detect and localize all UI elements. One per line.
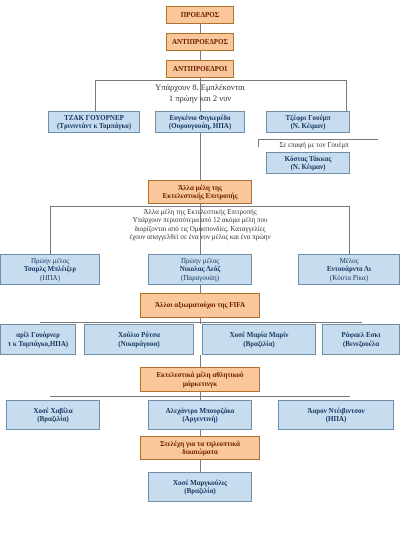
exco-member-card: Πρώην μέλος Νικολας Λεόζ (Παραγουάη) [148, 254, 252, 285]
connector [200, 50, 201, 60]
person-country: (ΗΠΑ) [325, 415, 347, 423]
person-name: αρίλ Γουόρνερ [16, 331, 60, 340]
person-name: Χοσέ Μαρία Μαρίν [229, 331, 289, 340]
connector [50, 206, 51, 254]
member-role: Πρώην μέλος [180, 257, 220, 266]
exco-member-card: Πρώην μέλος Τσαρλς Μπλέιζερ (ΗΠΑ) [0, 254, 100, 285]
person-country: (Ουρουγουάη, ΗΠΑ) [168, 122, 232, 130]
connector [95, 80, 347, 81]
webb-contact-label: Σε επαφή με τον Γουέμπ [279, 141, 349, 149]
connector [200, 204, 201, 254]
connector [200, 430, 201, 436]
connector [200, 355, 201, 367]
connector [200, 285, 201, 293]
person-name: Τσαρλς Μπλέιζερ [23, 265, 77, 274]
person-country: (Κόστα Ρίκα) [329, 273, 369, 282]
person-country: (Παραγουάη) [181, 273, 219, 282]
vice-president-card: Ευγκένιο Φιγκερέδο (Ουρουγουάη, ΗΠΑ) [155, 111, 245, 133]
person-country: (Νικαράγουα) [118, 339, 160, 348]
exco-note-line: έχουν απαγγελθεί σε ένα νυν μέλος και έν… [129, 233, 271, 242]
exco-header-line1: Άλλα μέλη της [178, 183, 222, 192]
implicated-note-line2: 1 πρώην και 2 νυν [168, 92, 232, 103]
person-name: Ράφαελ Εσκι [341, 331, 381, 340]
connector [50, 206, 350, 207]
exco-note: Άλλα μέλη της Εκτελεστικής Επιτροπής Υπά… [104, 208, 296, 242]
member-role: Πρώην μέλος [30, 257, 70, 266]
officials-header-label: Άλλοι αξιωματούχοι της FIFA [154, 301, 246, 310]
vice-presidents-label: ΑΝΤΙΠΡΟΕΔΡΟΙ [172, 64, 228, 73]
connector [200, 133, 201, 180]
official-card: αρίλ Γουόρνερ τ κ Τομπάγκο,ΗΠΑ) [0, 324, 76, 355]
marketing-card: Αλεχάντρο Μπουρζάκο (Αργεντινή) [148, 400, 252, 430]
connector [258, 139, 378, 140]
official-card: Χοσέ Μαρία Μαρίν (Βραζιλία) [202, 324, 316, 355]
vice-president-label: ΑΝΤΙΠΡΟΕΔΡΟΣ [171, 37, 229, 46]
person-name: Νικολας Λεόζ [179, 265, 221, 274]
contact-card: Κόστας Τάκκας (Ν. Κέιμαν) [266, 152, 350, 174]
connector [40, 322, 362, 323]
exco-header-box: Άλλα μέλη της Εκτελεστικής Επιτροπής [148, 180, 252, 204]
implicated-note: Υπάρχουν 8. Εμπλέκονται 1 πρώην και 2 νυ… [120, 82, 280, 103]
vice-president-card: Τζέφρι Γουέμπ (Ν. Κέιμαν) [266, 111, 350, 133]
officials-header-box: Άλλοι αξιωματούχοι της FIFA [140, 293, 260, 318]
connector [50, 396, 350, 397]
person-name: Εντουάρντο Λι [326, 265, 372, 274]
connector [200, 460, 201, 472]
person-name: Χούλιο Ρότσα [118, 331, 160, 340]
exco-note-line: Υπάρχουν περισσότερα από 12 ακόμα μέλη π… [132, 216, 268, 225]
connector [200, 318, 201, 324]
person-country: τ κ Τομπάγκο,ΗΠΑ) [7, 339, 69, 348]
connector [349, 206, 350, 254]
tv-rights-header-line1: Στελέχη για τα τηλεοπτικά [160, 439, 240, 448]
vice-president-box: ΑΝΤΙΠΡΟΕΔΡΟΣ [166, 33, 234, 51]
tv-rights-card: Χοσέ Μαργκούλις (Βραζιλία) [148, 472, 252, 502]
member-role: Μέλος [339, 257, 359, 266]
official-card: Ράφαελ Εσκι (Βενεζουέλα [322, 324, 400, 355]
person-name: Ευγκένιο Φιγκερέδο [169, 113, 231, 122]
person-country: (Ν. Κέιμαν) [290, 122, 326, 130]
exco-note-line: Άλλα μέλη της Εκτελεστικής Επιτροπής [143, 208, 257, 216]
president-box: ΠΡΟΕΔΡΟΣ [166, 6, 234, 24]
vice-president-card: ΤΖΑΚ ΓΟΥΟΡΝΕΡ (Τρινιντάντ κ Τομπάγκο) [48, 111, 140, 133]
person-country: (Βραζιλία) [37, 415, 69, 423]
person-name: Χοσέ Χαβίλα [33, 406, 73, 415]
person-name: Αλεχάντρο Μπουρζάκο [165, 406, 235, 415]
official-card: Χούλιο Ρότσα (Νικαράγουα) [84, 324, 194, 355]
person-country: (Βραζιλία) [184, 487, 216, 495]
connector [258, 139, 259, 147]
vice-presidents-box: ΑΝΤΙΠΡΟΕΔΡΟΙ [166, 60, 234, 78]
exco-header-line2: Εκτελεστικής Επιτροπής [162, 192, 238, 200]
exco-note-line: διορίζονται από τις Ομοσπονδίες. Καταγγε… [134, 224, 266, 233]
person-name: Κόστας Τάκκας [284, 154, 332, 163]
person-name: Τζέφρι Γουέμπ [285, 113, 331, 122]
marketing-header-line2: μάρκετινγκ [182, 379, 218, 388]
person-country: (Αργεντινή) [182, 415, 218, 423]
president-label: ΠΡΟΕΔΡΟΣ [180, 10, 220, 19]
tv-rights-header-line2: δικαιώματα [182, 448, 218, 456]
marketing-card: Χοσέ Χαβίλα (Βραζιλία) [6, 400, 100, 430]
person-name: Άαρον Ντέιβιντσον [307, 406, 365, 415]
implicated-note-line1: Υπάρχουν 8. Εμπλέκονται [155, 82, 245, 92]
person-name: ΤΖΑΚ ΓΟΥΟΡΝΕΡ [64, 113, 124, 122]
marketing-card: Άαρον Ντέιβιντσον (ΗΠΑ) [278, 400, 394, 430]
webb-contact-note: Σε επαφή με τον Γουέμπ [254, 141, 374, 149]
connector [200, 77, 201, 112]
person-country: (Βραζιλία) [243, 339, 275, 348]
connector [346, 80, 347, 111]
person-country: (ΗΠΑ) [40, 273, 60, 282]
person-country: (Ν. Κέιμαν) [290, 163, 326, 171]
marketing-header-line1: Εκτελεστικά μέλη αθλητικού [156, 371, 244, 380]
marketing-header-box: Εκτελεστικά μέλη αθλητικού μάρκετινγκ [140, 367, 260, 392]
person-name: Χοσέ Μαργκούλις [172, 478, 228, 487]
tv-rights-header-box: Στελέχη για τα τηλεοπτικά δικαιώματα [140, 436, 260, 460]
person-country: (Τρινιντάντ κ Τομπάγκο) [56, 122, 132, 130]
connector [95, 80, 96, 111]
exco-member-card: Μέλος Εντουάρντο Λι (Κόστα Ρίκα) [298, 254, 400, 285]
person-country: (Βενεζουέλα [342, 339, 380, 348]
connector [200, 23, 201, 33]
